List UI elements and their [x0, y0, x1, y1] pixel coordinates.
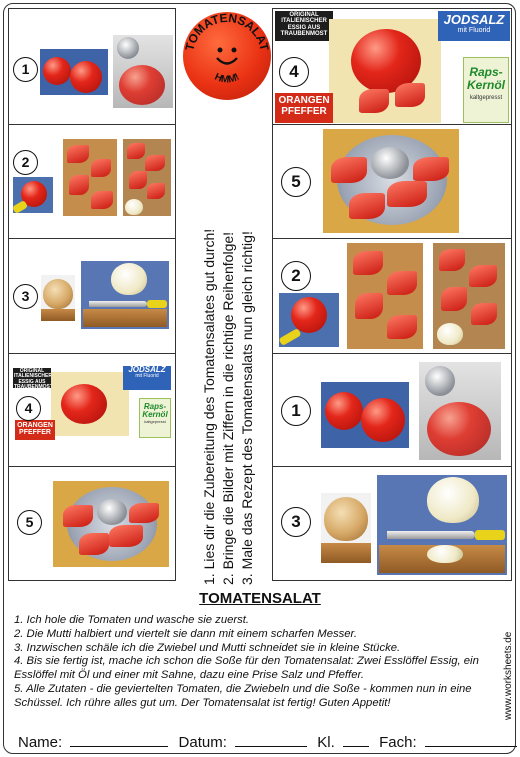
- subject-label: Fach:: [379, 734, 417, 751]
- washing-tomato-photo: [419, 362, 501, 460]
- badge-exclaim: HMM!: [213, 72, 242, 86]
- left-panel-3: 3: [8, 238, 176, 354]
- name-label: Name:: [18, 734, 63, 751]
- step-number-badge: 2: [281, 261, 311, 291]
- step-number-badge: 3: [13, 284, 38, 309]
- left-panel-5: 5: [8, 466, 176, 581]
- orange-pepper-label: ORANGEN PFEFFER: [275, 93, 333, 123]
- step-number-badge: 1: [281, 396, 311, 426]
- recipe-step: 3. Inzwischen schäle ich die Zwiebel und…: [14, 641, 401, 654]
- tomatoes-photo: [321, 382, 409, 448]
- tomatoes-photo: [40, 49, 108, 95]
- step-number-badge: 5: [17, 510, 42, 535]
- right-panel-4: ORIGINAL ITALIENISCHER ESSIG AUS TRAUBEN…: [272, 8, 512, 125]
- tomato-salad-badge: TOMATENSALAT HMM!: [183, 12, 271, 100]
- svg-text:HMM!: HMM!: [213, 72, 242, 86]
- left-panel-2: 2: [8, 124, 176, 239]
- step-number-badge: 5: [281, 167, 311, 197]
- quartered-tomato-photo: [347, 243, 423, 349]
- class-field[interactable]: [342, 733, 369, 747]
- date-field[interactable]: [235, 733, 308, 747]
- recipe-step: 2. Die Mutti halbiert und viertelt sie d…: [14, 627, 358, 640]
- step-number-badge: 1: [13, 57, 38, 82]
- step-number-badge: 4: [279, 57, 309, 87]
- dressing-bowl-photo: [329, 19, 441, 123]
- student-info-form: Name: Datum: Kl. Fach:: [18, 733, 520, 751]
- instruction-line: 3. Male das Rezept des Tomatensalats nun…: [239, 231, 255, 585]
- step-number-badge: 4: [16, 396, 41, 421]
- right-panel-2: 2: [272, 238, 512, 354]
- cutting-onion-photo: [81, 261, 169, 329]
- worksheet-frame: [3, 3, 516, 754]
- recipe-heading: TOMATENSALAT: [199, 590, 321, 607]
- orange-pepper-label: ORANGEN PFEFFER: [15, 420, 55, 440]
- halved-tomato-photo: [13, 177, 53, 213]
- task-instructions: 1. Lies dir die Zubereitung des Tomatens…: [200, 148, 257, 585]
- salad-bowl-photo: [53, 481, 169, 567]
- washing-tomato-photo: [113, 35, 173, 108]
- recipe-step: 4. Bis sie fertig ist, mache ich schon d…: [14, 655, 479, 682]
- smiley-face-icon: [216, 47, 238, 65]
- instruction-line: 2. Bringe die Bilder mit Ziffern in die …: [220, 231, 236, 585]
- left-panel-4: 4 ORIGINAL ITALIENISCHER ESSIG AUS TRAUB…: [8, 353, 176, 467]
- name-field[interactable]: [70, 733, 169, 747]
- vinegar-label: ORIGINAL ITALIENISCHER ESSIG AUS TRAUBEN…: [13, 368, 53, 390]
- onion-photo: [321, 493, 371, 563]
- right-panel-3: 3: [272, 466, 512, 581]
- quartered-tomato-photo: [63, 139, 117, 216]
- tomato-wedges-photo: [433, 243, 505, 349]
- right-panel-1: 1: [272, 353, 512, 467]
- cutting-onion-photo: [377, 475, 507, 575]
- halved-tomato-photo: [279, 293, 339, 347]
- step-number-badge: 2: [13, 150, 38, 175]
- website-credit: www.worksheets.de: [503, 631, 514, 720]
- dressing-bowl-photo: [51, 372, 129, 436]
- recipe-story: 1. Ich hole die Tomaten und wasche sie z…: [14, 614, 498, 711]
- instruction-line: 1. Lies dir die Zubereitung des Tomatens…: [201, 228, 217, 585]
- vinegar-label: ORIGINAL ITALIENISCHER ESSIG AUS TRAUBEN…: [275, 11, 333, 41]
- left-panel-1: 1: [8, 8, 176, 125]
- date-label: Datum:: [178, 734, 227, 751]
- right-panel-5: 5: [272, 124, 512, 239]
- recipe-step: 5. Alle Zutaten - die geviertelten Tomat…: [14, 682, 472, 709]
- recipe-step: 1. Ich hole die Tomaten und wasche sie z…: [14, 614, 250, 626]
- onion-photo: [41, 275, 75, 321]
- class-label: Kl.: [317, 734, 335, 751]
- salad-bowl-photo: [323, 129, 459, 233]
- step-number-badge: 3: [281, 507, 311, 537]
- subject-field[interactable]: [424, 733, 517, 747]
- tomato-wedges-photo: [123, 139, 171, 216]
